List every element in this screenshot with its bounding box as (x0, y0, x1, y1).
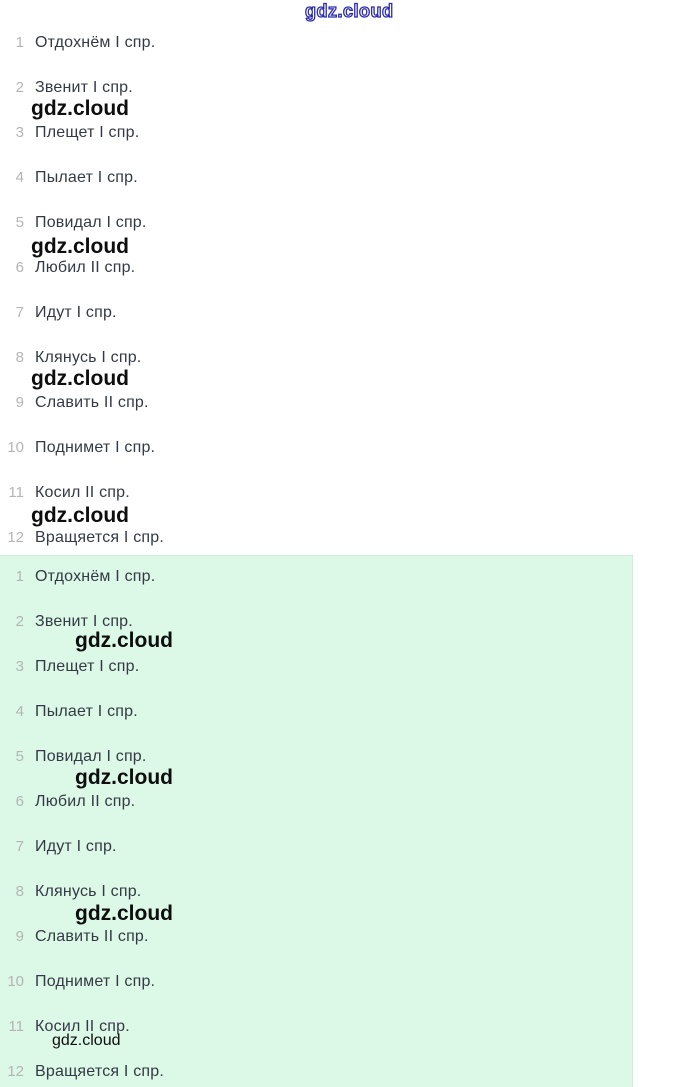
list-item: 9 Славить II спр. (0, 927, 632, 972)
list-item: 2 Звенит I спр. (0, 612, 632, 657)
list-item: 6 Любил II спр. (0, 258, 680, 303)
item-number: 9 (15, 928, 24, 945)
item-number: 12 (7, 1063, 24, 1080)
watermark-outline: gdz.cloud (304, 0, 394, 21)
item-text: Отдохнём I спр. (35, 34, 156, 51)
item-text: Поднимет I спр. (35, 973, 156, 990)
item-number: 4 (15, 169, 24, 186)
watermark-inline: gdz.cloud (75, 902, 173, 925)
list-item: 3 Плещет I спр. (0, 657, 632, 702)
list-item: 8 Клянусь I спр. (0, 348, 680, 393)
item-text: Пылает I спр. (35, 169, 138, 186)
item-text: Плещет I спр. (35, 658, 140, 675)
item-text: Любил II спр. (35, 793, 136, 810)
list-item: 10 Поднимет I спр. (0, 438, 680, 483)
item-number: 6 (15, 793, 24, 810)
item-number: 4 (15, 703, 24, 720)
watermark-inline: gdz.cloud (75, 629, 173, 652)
item-text: Звенит I спр. (35, 613, 133, 630)
item-text: Звенит I спр. (35, 79, 133, 96)
item-number: 5 (15, 748, 24, 765)
item-number: 8 (15, 349, 24, 366)
item-text: Поднимет I спр. (35, 439, 156, 456)
item-number: 3 (15, 124, 24, 141)
list-item: 2 Звенит I спр. (0, 78, 680, 123)
item-text: Идут I спр. (35, 304, 117, 321)
item-number: 11 (8, 484, 24, 501)
item-number: 5 (15, 214, 24, 231)
list-item: 12 Вращяется I спр. (0, 528, 680, 573)
item-text: Повидал I спр. (35, 214, 147, 231)
answer-list-highlighted: 1 Отдохнём I спр. 2 Звенит I спр. 3 Плещет I … (0, 567, 632, 1087)
item-text: Любил II спр. (35, 259, 136, 276)
item-number: 2 (15, 79, 24, 96)
list-item: 5 Повидал I спр. (0, 213, 680, 258)
watermark-inline: gdz.cloud (31, 97, 129, 120)
watermark-inline: gdz.cloud (31, 367, 129, 390)
item-number: 3 (15, 658, 24, 675)
item-text: Косил II спр. (35, 484, 130, 501)
list-item: 5 Повидал I спр. (0, 747, 632, 792)
item-text: Отдохнём I спр. (35, 568, 156, 585)
item-number: 11 (8, 1018, 24, 1035)
watermark-inline: gdz.cloud (31, 504, 129, 527)
list-item: 12 Вращяется I спр. (0, 1062, 632, 1087)
answer-list-plain: 1 Отдохнём I спр. 2 Звенит I спр. 3 Плещет I … (0, 33, 680, 573)
list-item: 10 Поднимет I спр. (0, 972, 632, 1017)
item-text: Повидал I спр. (35, 748, 147, 765)
list-item: 3 Плещет I спр. (0, 123, 680, 168)
item-number: 9 (15, 394, 24, 411)
item-text: Славить II спр. (35, 394, 149, 411)
list-item: 11 Косил II спр. (0, 1017, 632, 1062)
item-text: Косил II спр. (35, 1018, 130, 1035)
item-text: Плещет I спр. (35, 124, 140, 141)
item-text: Клянусь I спр. (35, 883, 142, 900)
list-item: 6 Любил II спр. (0, 792, 632, 837)
list-item: 9 Славить II спр. (0, 393, 680, 438)
list-item: 4 Пылает I спр. (0, 168, 680, 213)
item-number: 8 (15, 883, 24, 900)
item-number: 1 (15, 34, 24, 51)
list-item: 4 Пылает I спр. (0, 702, 632, 747)
item-number: 7 (15, 304, 24, 321)
item-number: 10 (7, 439, 24, 456)
list-item: 7 Идут I спр. (0, 837, 632, 882)
list-item: 11 Косил II спр. (0, 483, 680, 528)
item-number: 7 (15, 838, 24, 855)
item-number: 10 (7, 973, 24, 990)
watermark-inline: gdz.cloud (31, 235, 129, 258)
item-text: Вращяется I спр. (35, 1063, 165, 1080)
item-text: Славить II спр. (35, 928, 149, 945)
list-item: 1 Отдохнём I спр. (0, 567, 632, 612)
item-text: Клянусь I спр. (35, 349, 142, 366)
highlighted-answer-block: 1 Отдохнём I спр. 2 Звенит I спр. 3 Плещет I … (0, 555, 633, 1087)
list-item: 7 Идут I спр. (0, 303, 680, 348)
item-number: 1 (15, 568, 24, 585)
item-text: Идут I спр. (35, 838, 117, 855)
item-text: Пылает I спр. (35, 703, 138, 720)
list-item: 1 Отдохнём I спр. (0, 33, 680, 78)
watermark-small: gdz.cloud (52, 1032, 121, 1049)
item-number: 2 (15, 613, 24, 630)
item-text: Вращяется I спр. (35, 529, 165, 546)
list-item: 8 Клянусь I спр. (0, 882, 632, 927)
watermark-inline: gdz.cloud (75, 766, 173, 789)
item-number: 6 (15, 259, 24, 276)
item-number: 12 (7, 529, 24, 546)
